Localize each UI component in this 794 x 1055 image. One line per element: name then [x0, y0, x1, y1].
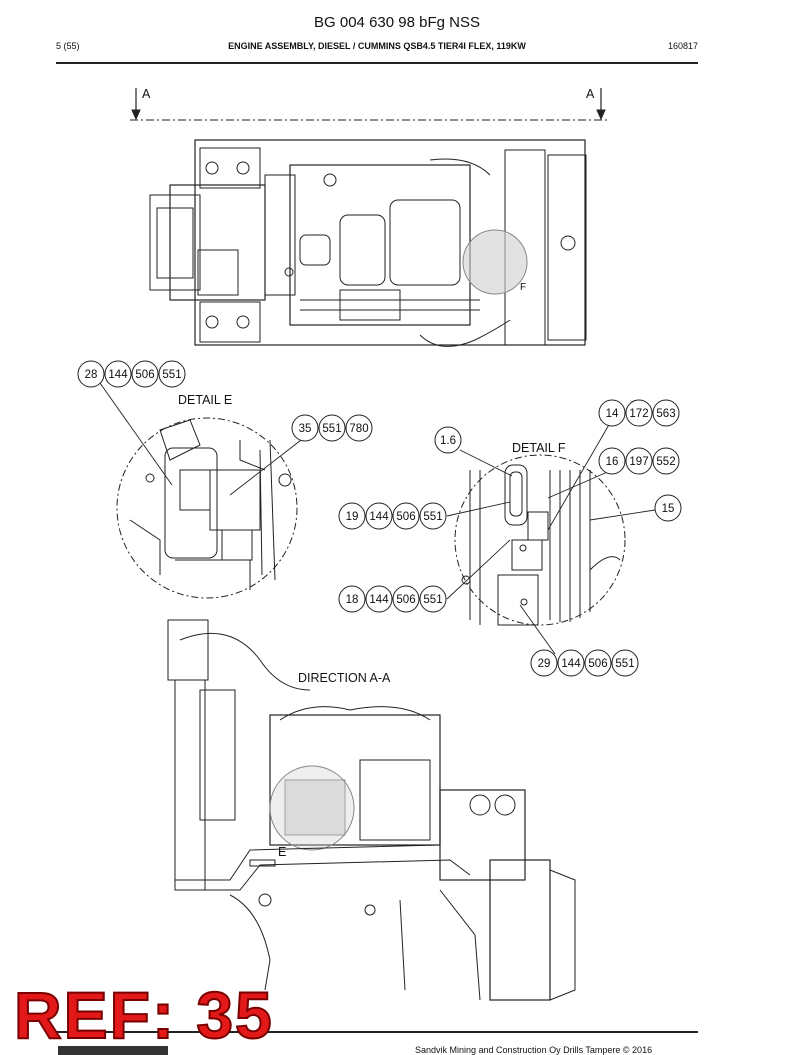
section-line-a-a [130, 88, 607, 121]
callout-6-item-3: 506 [396, 511, 415, 523]
callout-2-item-2: 551 [322, 423, 341, 435]
callout-3-item-3: 563 [656, 408, 675, 420]
detail-e-marker: E [278, 845, 286, 859]
engine-top-view [149, 139, 587, 347]
callout-8-item-4: 551 [615, 658, 634, 670]
section-mark-right: A [586, 87, 595, 101]
callout-7-item-2: 144 [369, 594, 389, 606]
detail-f-marker: F [520, 282, 526, 293]
detail-e-view [116, 417, 298, 599]
ref-overlay: REF: 35 [13, 978, 274, 1052]
engine-side-view [167, 619, 576, 1001]
callout-3-item-2: 172 [629, 408, 648, 420]
callout-3-item-1: 14 [606, 408, 619, 420]
callout-4-item-1: 16 [606, 456, 619, 468]
dimension-label: 1.6 [440, 435, 456, 447]
direction-label: DIRECTION A-A [298, 671, 391, 685]
callout-5-item-1: 15 [662, 503, 675, 515]
document-title: BG 004 630 98 bFg NSS [314, 14, 480, 31]
document-code: 160817 [667, 41, 698, 51]
detail-f-view [454, 454, 626, 626]
header-rule [56, 62, 698, 64]
footer-rule [56, 1031, 698, 1033]
callout-8-item-2: 144 [561, 658, 581, 670]
callout-6-item-1: 19 [346, 511, 359, 523]
callout-texts: 28 144 506 551 35 551 780 14 172 563 16 … [85, 369, 676, 670]
view-labels: A A DETAIL E DETAIL F DIRECTION A-A E F [142, 87, 595, 859]
callout-1-item-1: 28 [85, 369, 98, 381]
callout-2-item-3: 780 [349, 423, 368, 435]
callout-4-item-3: 552 [656, 456, 675, 468]
callout-bubbles [77, 360, 682, 677]
callout-1-item-3: 506 [135, 369, 154, 381]
callout-4-item-2: 197 [629, 456, 648, 468]
sandvik-logo [58, 1046, 168, 1055]
section-mark-left: A [142, 87, 151, 101]
callout-2-item-1: 35 [299, 423, 312, 435]
callout-7-item-4: 551 [423, 594, 442, 606]
callout-7-item-1: 18 [346, 594, 359, 606]
callout-1-item-2: 144 [108, 369, 128, 381]
detail-e-label: DETAIL E [178, 393, 232, 407]
footer-copyright: Sandvik Mining and Construction Oy Drill… [415, 1045, 653, 1055]
callout-6-item-2: 144 [369, 511, 389, 523]
document-subtitle: ENGINE ASSEMBLY, DIESEL / CUMMINS QSB4.5… [228, 41, 526, 51]
page-number: 5 (55) [56, 41, 80, 51]
leader-lines [99, 382, 656, 655]
callout-6-item-4: 551 [423, 511, 442, 523]
callout-7-item-3: 506 [396, 594, 415, 606]
callout-8-item-1: 29 [538, 658, 551, 670]
detail-f-label: DETAIL F [512, 441, 566, 455]
callout-8-item-3: 506 [588, 658, 607, 670]
callout-1-item-4: 551 [162, 369, 181, 381]
